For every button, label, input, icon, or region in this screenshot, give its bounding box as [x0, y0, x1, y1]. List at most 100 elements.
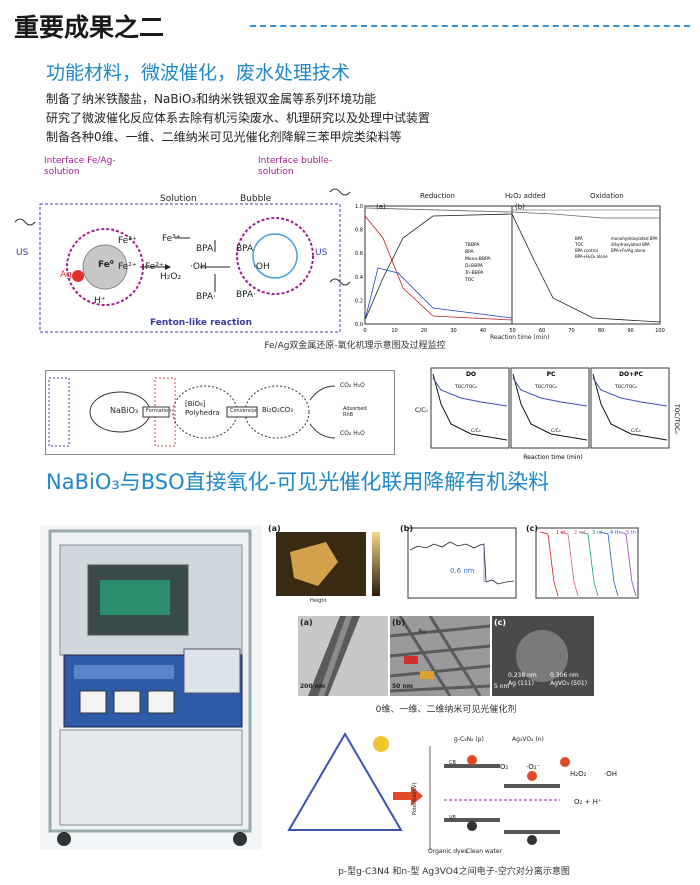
chart2-toc-label: TOC/TOC₀ — [614, 384, 637, 390]
tem-scale-5: 5 nm — [494, 683, 510, 690]
us-label-right: US — [315, 248, 328, 258]
nabio3-conversion-diagram — [45, 370, 395, 455]
chart2-c-curve — [592, 373, 668, 441]
tem-image-a — [298, 616, 388, 696]
chart1-xtick: 100 — [655, 328, 665, 334]
afm-height-label: Height — [310, 598, 327, 604]
ag3vo4-label: Ag₃VO₄ (n) — [512, 736, 544, 743]
hrtem-image-c — [492, 616, 594, 696]
clean-water-label: Clean water — [466, 848, 503, 855]
lattice1-label: 0.238 nm — [508, 672, 537, 679]
potential-label: Potential(eV) — [412, 782, 418, 815]
cycle-label-4: 4 th — [610, 530, 620, 536]
lattice1b-label: Ag (111) — [508, 680, 534, 687]
chart1-xtick: 50 — [509, 328, 515, 334]
chart2-toc-curve — [512, 377, 588, 407]
cycle-panel-c: (c) — [526, 524, 539, 533]
chart2-panel-title: DO — [466, 371, 476, 378]
bubble-label: Bubble — [240, 194, 272, 204]
page-title: 重要成果之二 — [14, 13, 165, 42]
microwave-reactor-photo — [40, 525, 262, 850]
chart1-xtick: 30 — [450, 328, 456, 334]
arrow-right-icon — [393, 786, 423, 806]
section2-title: NaBiO₃与BSO直接氧化-可见光催化联用降解有机染料 — [46, 470, 550, 494]
chart1-xtick: 0 — [363, 328, 366, 334]
chart2-toc-label: TOC/TOC₀ — [534, 384, 557, 390]
fe3-label-inner: Fe³⁺ — [118, 236, 137, 246]
chart1-ytick: 1.0 — [355, 204, 363, 210]
chart1-xtick: 90 — [627, 328, 633, 334]
tem-scale-50: 50 nm — [392, 683, 413, 690]
afm-panel-a: (a) — [268, 524, 281, 533]
mono-curve — [364, 267, 513, 321]
bpa-rad-label-1: BPA· — [196, 292, 217, 302]
o2rad-label: ·O₂⁻ — [526, 763, 541, 771]
bpa-curve — [364, 213, 513, 321]
chart1-ytick: 0.4 — [355, 275, 363, 281]
oh-label: ·OH — [190, 262, 207, 272]
chart1-ytick: 0.6 — [355, 251, 363, 257]
o2-label: O₂ — [500, 763, 509, 771]
figure3-caption: 0维、一维、二维纳米可见光催化剂 — [375, 705, 517, 715]
chart1-xtick: 20 — [421, 328, 427, 334]
chart1-xtick: 60 — [539, 328, 545, 334]
conversion-label: Conversion — [230, 408, 259, 414]
chart1-legend-a-item: Mono-BBPA — [465, 256, 491, 262]
chart2-panel-frame — [590, 367, 670, 449]
interface-fe-ag-label: Interface Fe/Ag-solution — [44, 156, 116, 177]
formation-label: Formation — [146, 408, 172, 414]
g-c3n4-structure-image — [287, 732, 403, 831]
bpa-rad-label-2: BPA· — [236, 290, 257, 300]
co2h2o-label-top: CO₂ H₂O — [340, 382, 365, 389]
chart1-legend-b-item: BPA control — [575, 248, 598, 253]
fe0-label: Fe⁰ — [98, 260, 114, 270]
tbbpa-curve — [364, 215, 513, 321]
chart1-ytick: 0.0 — [355, 322, 363, 328]
lattice2-label: 0.306 nm — [550, 672, 579, 679]
profile-panel-b: (b) — [400, 524, 414, 533]
chart2-yright: TOC/TOC₀ — [673, 403, 680, 434]
chart1-xtick: 40 — [480, 328, 486, 334]
au-label: Au — [418, 628, 426, 635]
bubble-oh-label: ·OH — [253, 262, 270, 272]
ag-label: Ag — [60, 270, 72, 280]
chart1-panel-b: (b) — [515, 203, 525, 211]
tem-scale-200: 200 nm — [300, 683, 326, 690]
bullet-line-1: 制备了纳米铁酸盐，NaBiO₃和纳米铁银双金属等系列环境功能 — [46, 92, 377, 106]
chart2-toc-label: TOC/TOC₀ — [454, 384, 477, 390]
band-diagram — [429, 746, 570, 850]
chart1-ytick: 0.8 — [355, 228, 363, 234]
solution-label: Solution — [160, 194, 197, 204]
fenton-label: Fenton-like reaction — [150, 318, 253, 328]
chart2-panel-frame — [510, 367, 590, 449]
chart1-xtick: 80 — [598, 328, 604, 334]
chart1-ytick: 0.2 — [355, 298, 363, 304]
gc3n4-label: g-C₃N₄ (p) — [454, 736, 484, 743]
chart1-legend-a-item: BPA — [465, 249, 475, 255]
chart1-legend-b-item: TOC — [574, 242, 584, 247]
chart1-xlabel: Reaction time (min) — [490, 334, 550, 341]
bpa-b-curve — [511, 213, 661, 323]
afm-image — [276, 532, 380, 596]
chart2-c-label: C/C₀ — [471, 428, 481, 434]
height-profile-chart — [407, 527, 517, 599]
bullet-line-2: 研究了微波催化反应体系去除有机污染废水、机理研究以及处理中试装置 — [46, 111, 431, 125]
chart2-c-curve — [432, 373, 508, 441]
section-subtitle: 功能材料，微波催化，废水处理技术 — [46, 62, 351, 84]
chart2-xlabel: Reaction time (min) — [523, 454, 582, 461]
vb-label-1: VB — [449, 815, 456, 821]
chart2-toc-curve — [592, 377, 668, 407]
us-label-left: US — [16, 248, 29, 258]
title-divider — [250, 25, 690, 27]
figure4-caption: p-型g-C3N4 和n-型 Ag3VO4之间电子-空穴对分离示意图 — [338, 867, 570, 877]
chart1-legend-b-item: BPA+Fe/Ag alone — [611, 248, 646, 253]
chart1-legend-a-item: Di-BBPA — [465, 263, 484, 269]
co2h2o-label-bottom: CO₂ H₂O — [340, 430, 365, 437]
tem-panel-b: (b) — [392, 618, 406, 627]
bpa-label-2: BPA — [236, 244, 254, 254]
cb-label-1: CB — [449, 760, 456, 766]
toc-curve-a — [364, 207, 513, 213]
